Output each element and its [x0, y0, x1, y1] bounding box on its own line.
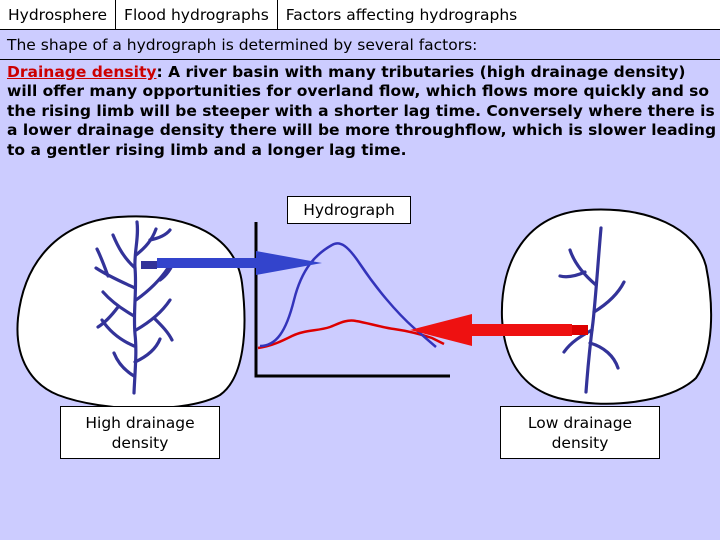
hydrograph-chart [254, 222, 450, 378]
high-drainage-label: High drainage density [60, 406, 220, 459]
red-arrow [410, 314, 572, 346]
blue-arrow [157, 251, 322, 275]
tab-bar: Hydrosphere Flood hydrographs Factors af… [0, 0, 720, 30]
low-basin-outlet-marker [570, 325, 588, 335]
hydrograph-label: Hydrograph [287, 196, 411, 224]
drainage-density-term: Drainage density [7, 63, 157, 81]
drainage-density-paragraph: Drainage density: A river basin with man… [7, 63, 717, 160]
high-basin-outlet-marker [141, 261, 157, 269]
low-basin-outline [500, 208, 713, 405]
low-drainage-basin [500, 208, 713, 405]
tab-flood-hydrographs[interactable]: Flood hydrographs [116, 0, 278, 30]
high-drainage-basin [16, 215, 246, 410]
tab-hydrosphere[interactable]: Hydrosphere [0, 0, 117, 30]
divider [0, 59, 720, 60]
drainage-density-text: : A river basin with many tributaries (h… [7, 63, 717, 159]
low-density-curve [257, 319, 445, 350]
high-density-curve [259, 242, 437, 348]
hydrograph-axes [254, 222, 450, 378]
low-river-network [558, 226, 626, 394]
tab-factors-affecting-hydrographs[interactable]: Factors affecting hydrographs [285, 6, 518, 24]
subheading: The shape of a hydrograph is determined … [7, 36, 478, 54]
low-drainage-label: Low drainage density [500, 406, 660, 459]
